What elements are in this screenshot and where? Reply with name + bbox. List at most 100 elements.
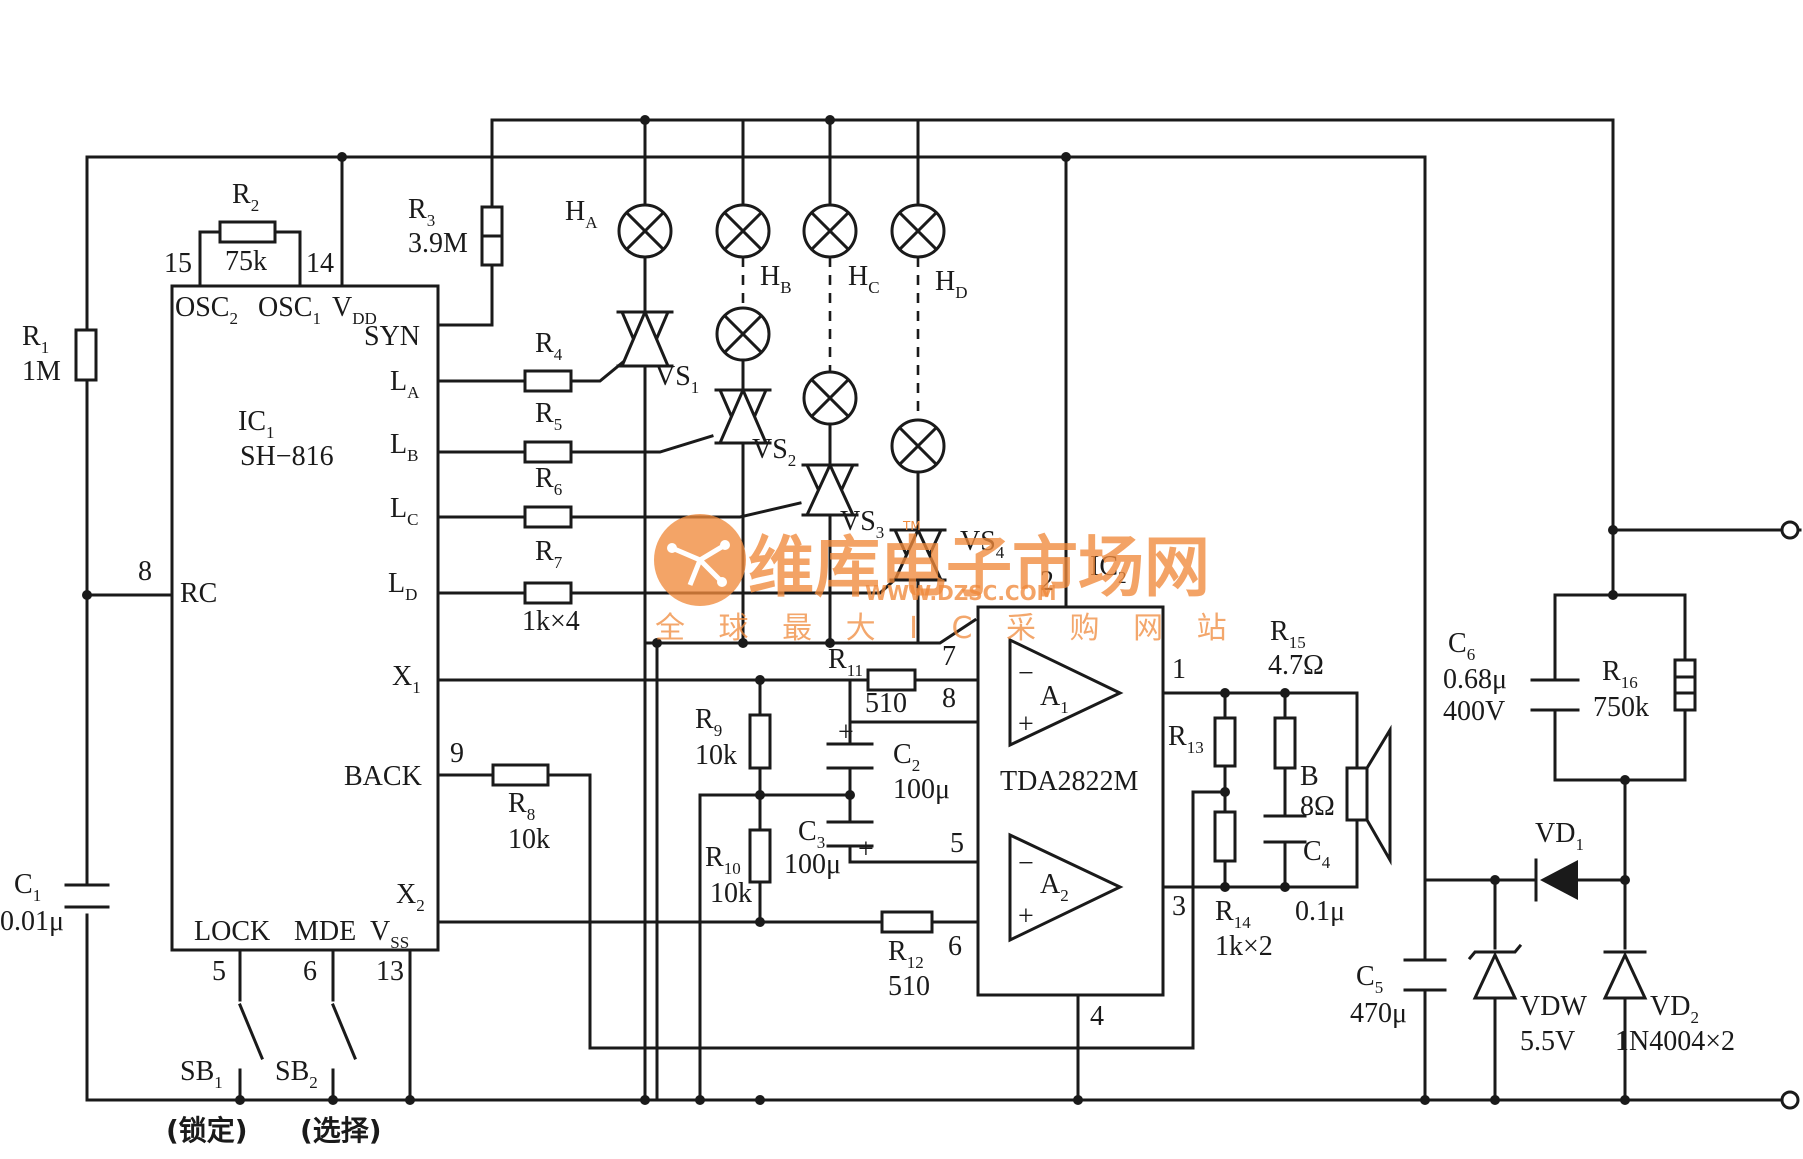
ic2-pin-8: 8 bbox=[942, 683, 956, 714]
c3-value: 100μ bbox=[784, 849, 841, 880]
switch-sb1: SB1 (锁定) bbox=[166, 1003, 264, 1147]
r16-value: 750k bbox=[1593, 692, 1649, 723]
svg-text:VDD: VDD bbox=[332, 292, 377, 328]
svg-text:+: + bbox=[1018, 709, 1034, 740]
triac-vs1: VS1 bbox=[616, 308, 699, 397]
svg-text:SB2: SB2 bbox=[275, 1056, 318, 1092]
c6-value: 0.68μ bbox=[1443, 664, 1507, 695]
resistor-r2: R2 75k bbox=[218, 179, 277, 277]
pin-number-5: 5 bbox=[212, 956, 226, 987]
pin-number-14: 14 bbox=[306, 248, 334, 279]
ic1-sh816: IC1 SH−816 OSC2 OSC1 VDD SYN LA LB LC LD… bbox=[138, 248, 464, 1102]
svg-text:IC1: IC1 bbox=[238, 406, 275, 442]
resistor-r11: R11 510 bbox=[828, 644, 917, 719]
ic2-body bbox=[976, 605, 1165, 997]
watermark-tm: TM bbox=[902, 519, 921, 533]
svg-text:R10: R10 bbox=[705, 842, 741, 878]
ic2-pin-5: 5 bbox=[950, 828, 964, 859]
c5-value: 470μ bbox=[1350, 998, 1407, 1029]
svg-text:HA: HA bbox=[565, 196, 598, 232]
resistor-r4: R4 bbox=[523, 328, 573, 393]
capacitor-c4: C4 0.1μ bbox=[1263, 814, 1345, 927]
svg-text:VS3: VS3 bbox=[840, 506, 884, 542]
resistor-r1: R1 1M bbox=[22, 321, 98, 387]
svg-text:R15: R15 bbox=[1270, 616, 1306, 652]
svg-text:VSS: VSS bbox=[370, 916, 409, 952]
r9-value: 10k bbox=[695, 740, 737, 771]
svg-text:C6: C6 bbox=[1448, 628, 1475, 664]
pin-label-rc: RC bbox=[180, 578, 217, 609]
speaker-value: 8Ω bbox=[1300, 791, 1335, 822]
zener-vdw: VDW 5.5V bbox=[1467, 943, 1587, 1057]
svg-text:R6: R6 bbox=[535, 463, 562, 499]
c2-value: 100μ bbox=[893, 774, 950, 805]
svg-text:HD: HD bbox=[935, 266, 968, 302]
watermark-url: WWW.DZSC.COM bbox=[865, 581, 1057, 605]
watermark: 维库电子市场网 WWW.DZSC.COM 全 球 最 大 I C 采 购 网 站… bbox=[654, 514, 1239, 646]
ic1-part: SH−816 bbox=[240, 441, 334, 472]
r2-value: 75k bbox=[225, 246, 267, 277]
ic2-pin-7: 7 bbox=[942, 641, 956, 672]
watermark-slogan: 全 球 最 大 I C 采 购 网 站 bbox=[655, 611, 1239, 646]
r7-value: 1k×4 bbox=[522, 606, 580, 637]
svg-text:+: + bbox=[858, 834, 874, 865]
pin-label-x1: X bbox=[392, 661, 412, 692]
svg-text:VS4: VS4 bbox=[960, 526, 1005, 562]
svg-text:HC: HC bbox=[848, 261, 880, 297]
ic2-pin-2: 2 bbox=[1040, 566, 1054, 597]
pin-label-lc: L bbox=[390, 493, 407, 524]
svg-text:+: + bbox=[838, 717, 854, 748]
svg-text:LD: LD bbox=[388, 568, 417, 604]
svg-text:A2: A2 bbox=[1040, 869, 1069, 905]
svg-text:X2: X2 bbox=[396, 879, 425, 915]
r14-value: 1k×2 bbox=[1215, 931, 1273, 962]
svg-text:VS1: VS1 bbox=[655, 361, 699, 397]
svg-text:R8: R8 bbox=[508, 788, 535, 824]
resistor-r13: R13 bbox=[1168, 716, 1237, 768]
svg-text:LA: LA bbox=[390, 366, 420, 402]
vd2-value: 1N4004×2 bbox=[1615, 1026, 1735, 1057]
svg-text:R2: R2 bbox=[232, 179, 259, 215]
svg-text:R4: R4 bbox=[535, 328, 563, 364]
triac-vs3: VS3 bbox=[801, 461, 884, 542]
svg-text:OSC1: OSC1 bbox=[258, 292, 321, 328]
pin-label-vdd: V bbox=[332, 292, 352, 323]
c4-value: 0.1μ bbox=[1295, 896, 1345, 927]
ac-terminals bbox=[1780, 520, 1800, 1110]
pin-label-osc1: OSC bbox=[258, 292, 312, 323]
r3-value: 3.9M bbox=[408, 228, 468, 259]
svg-text:−: − bbox=[1018, 848, 1034, 879]
pin-label-mde: MDE bbox=[294, 916, 356, 947]
svg-text:C3: C3 bbox=[798, 816, 825, 852]
resistor-r3: R3 3.9M bbox=[408, 194, 504, 267]
triac-vs4: VS4 bbox=[889, 526, 1005, 584]
svg-text:R1: R1 bbox=[22, 321, 49, 357]
lamp-ha: HA bbox=[565, 196, 673, 259]
lamp-hb: HB bbox=[715, 203, 792, 362]
svg-text:A1: A1 bbox=[1040, 681, 1069, 717]
svg-text:IC2: IC2 bbox=[1090, 551, 1127, 587]
pin-label-lock: LOCK bbox=[194, 916, 270, 947]
terminal-bottom[interactable] bbox=[1780, 1090, 1800, 1110]
ic2-part: TDA2822M bbox=[1000, 766, 1139, 797]
svg-text:R11: R11 bbox=[828, 644, 863, 680]
c1-value: 0.01μ bbox=[0, 906, 64, 937]
terminal-top[interactable] bbox=[1780, 520, 1800, 540]
pin-label-osc2: OSC bbox=[175, 292, 229, 323]
resistor-r9: R9 10k bbox=[695, 704, 772, 771]
svg-text:LB: LB bbox=[390, 429, 418, 465]
ic2-pin-4: 4 bbox=[1090, 1001, 1104, 1032]
sb2-label: SB bbox=[275, 1056, 309, 1087]
pin-label-lb: L bbox=[390, 429, 407, 460]
ic2-designator: IC bbox=[1090, 551, 1118, 582]
svg-text:HB: HB bbox=[760, 261, 792, 297]
speaker-label: B bbox=[1300, 761, 1319, 792]
capacitor-c1: C1 0.01μ bbox=[0, 869, 110, 937]
resistor-r8: R8 10k bbox=[491, 763, 550, 855]
svg-text:R13: R13 bbox=[1168, 721, 1204, 757]
r1-value: 1M bbox=[22, 356, 61, 387]
capacitor-c6: C6 0.68μ 400V bbox=[1443, 628, 1580, 727]
svg-text:OSC2: OSC2 bbox=[175, 292, 238, 328]
svg-text:−: − bbox=[1018, 658, 1034, 689]
resistor-r5: R5 bbox=[523, 398, 573, 464]
